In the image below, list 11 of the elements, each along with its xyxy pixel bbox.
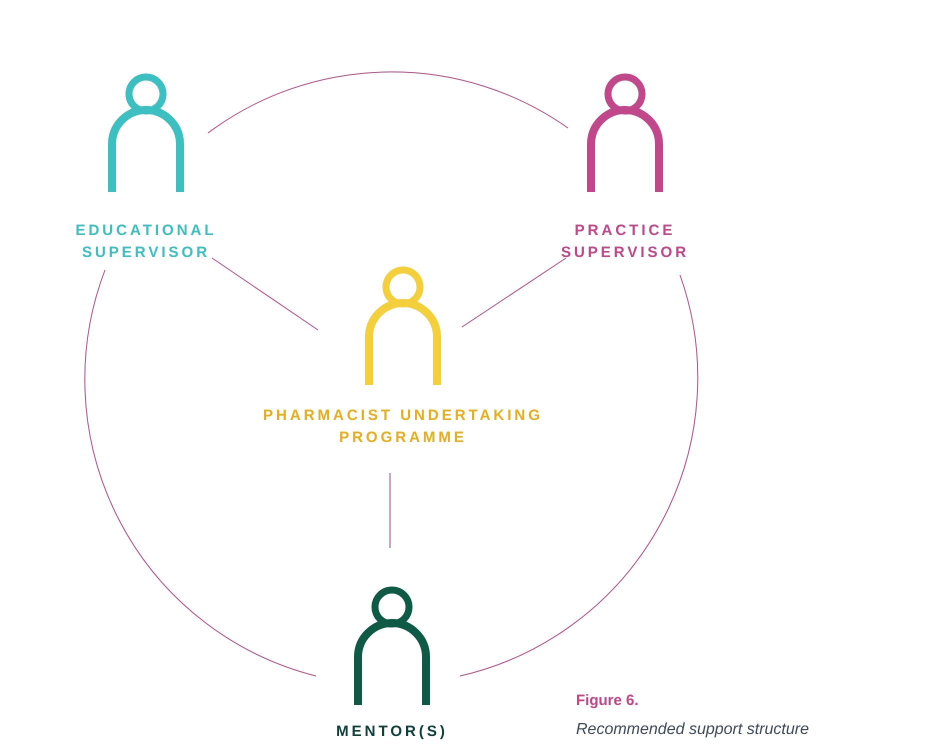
- role-label: MENTOR(S): [336, 722, 448, 742]
- role-label: PRACTICE SUPERVISOR: [560, 221, 690, 263]
- figure-caption: Recommended support structure: [576, 720, 809, 740]
- role-label: PHARMACIST UNDERTAKING PROGRAMME: [262, 406, 544, 448]
- connector-line: [84, 270, 316, 676]
- role-label: EDUCATIONAL SUPERVISOR: [74, 221, 218, 263]
- connector-line: [460, 274, 698, 676]
- connector-line: [212, 258, 318, 330]
- connector-line: [208, 71, 568, 134]
- figure-number: Figure 6.: [576, 691, 639, 711]
- connector-line: [462, 258, 566, 328]
